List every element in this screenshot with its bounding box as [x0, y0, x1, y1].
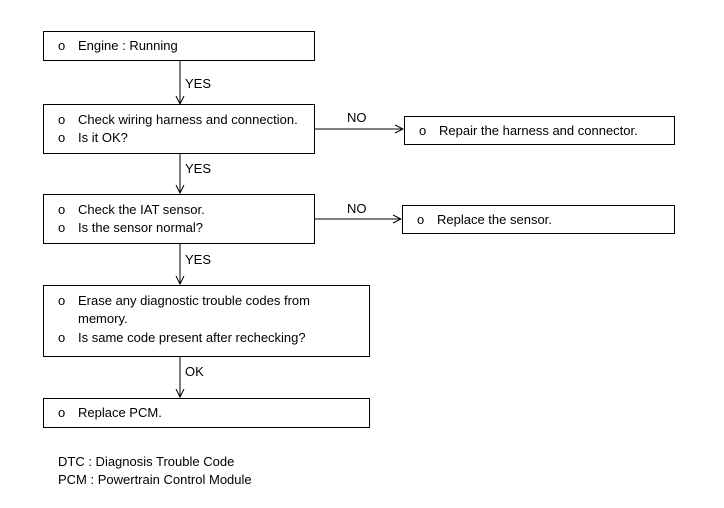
step-erase-dtc: o Erase any diagnostic trouble codes fro…: [43, 285, 370, 357]
bullet: o: [417, 212, 425, 227]
label-yes-3: YES: [185, 252, 212, 267]
legend-pcm: PCM : Powertrain Control Module: [58, 472, 252, 487]
legend-dtc: DTC : Diagnosis Trouble Code: [58, 454, 235, 469]
bullet: o: [58, 202, 66, 217]
bullet: o: [58, 130, 66, 145]
bullet: o: [419, 123, 427, 138]
side-step-repair-harness: o Repair the harness and connector.: [404, 116, 675, 145]
step-text: memory.: [78, 311, 128, 326]
bullet: o: [58, 220, 66, 235]
step-text: Erase any diagnostic trouble codes from: [78, 293, 310, 308]
step-check-wiring: o Check wiring harness and connection. o…: [43, 104, 315, 154]
label-no-2: NO: [347, 201, 367, 216]
side-step-replace-sensor: o Replace the sensor.: [402, 205, 675, 234]
step-text: Is it OK?: [78, 130, 128, 145]
step-text: Engine : Running: [78, 38, 178, 53]
step-text: Replace PCM.: [78, 405, 162, 420]
step-text: Is the sensor normal?: [78, 220, 204, 235]
step-text: Check wiring harness and connection.: [78, 112, 298, 127]
step-text: Repair the harness and connector.: [439, 123, 638, 138]
step-check-iat-sensor: o Check the IAT sensor. o Is the sensor …: [43, 194, 315, 244]
step-text: Is same code present after rechecking?: [78, 330, 306, 345]
bullet: o: [58, 38, 66, 53]
label-yes-1: YES: [185, 76, 212, 91]
label-yes-2: YES: [185, 161, 212, 176]
step-text: Replace the sensor.: [437, 212, 552, 227]
bullet: o: [58, 330, 66, 345]
label-no-1: NO: [347, 110, 367, 125]
step-replace-pcm: o Replace PCM.: [43, 398, 370, 428]
bullet: o: [58, 112, 66, 127]
label-ok: OK: [185, 364, 204, 379]
step-text: Check the IAT sensor.: [78, 202, 205, 217]
bullet: o: [58, 293, 66, 308]
step-engine-running: o Engine : Running: [43, 31, 315, 61]
bullet: o: [58, 405, 66, 420]
